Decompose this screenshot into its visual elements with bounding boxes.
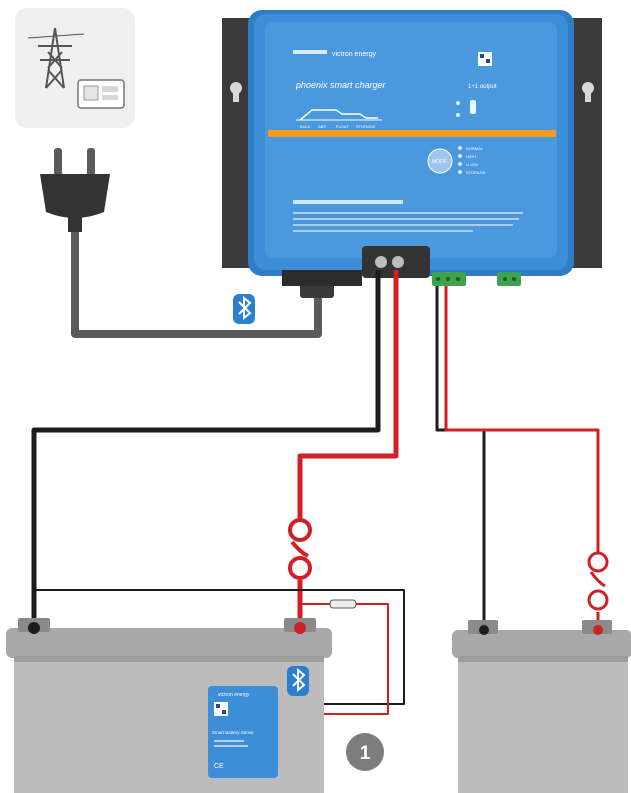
power-pylon-icon xyxy=(27,27,85,89)
aux-positive-wire xyxy=(444,286,600,630)
mode-label-3: LI-ION xyxy=(466,162,478,167)
bluetooth-icon xyxy=(233,294,255,324)
sense-inline-fuse xyxy=(329,599,357,609)
charger-body: victron energy phoenix smart charger 1+1… xyxy=(248,10,574,276)
charger-output-type: 1+1 output xyxy=(468,84,497,90)
mode-label-2: HIGH xyxy=(466,154,476,159)
main-battery-negative-terminal xyxy=(28,622,40,634)
mains-supply-panel xyxy=(15,8,135,128)
aux-negative-wire xyxy=(435,286,486,630)
aux-battery-negative-terminal xyxy=(479,625,489,635)
marker-badge: 1 xyxy=(346,733,384,771)
mode-label-4: STORAGE xyxy=(466,170,486,175)
bluetooth-icon xyxy=(287,666,309,696)
sense-model: Smart Battery Sense xyxy=(212,730,254,735)
sense-brand: victron energy xyxy=(218,692,250,698)
aux-fuse xyxy=(587,551,609,611)
charger-led-label-4: STORAGE xyxy=(356,124,376,129)
mains-plug-icon xyxy=(40,148,110,232)
aux-battery xyxy=(452,620,631,793)
charger-led-label-1: BULK xyxy=(300,124,311,129)
smart-battery-sense: victron energy Smart Battery Sense CE xyxy=(208,686,278,778)
sense-positive-wire xyxy=(276,603,389,715)
charger-brand: victron energy xyxy=(332,51,376,58)
charger-status-stripe xyxy=(268,130,556,137)
mains-cable xyxy=(71,232,322,338)
charger-led-label-2: ABS xyxy=(318,124,326,129)
mode-button[interactable] xyxy=(427,148,453,174)
charger-model: phoenix smart charger xyxy=(295,80,387,90)
main-fuse xyxy=(288,518,312,580)
sense-marking: CE xyxy=(214,763,224,770)
main-negative-wire xyxy=(31,270,381,628)
marker-number: 1 xyxy=(360,743,371,764)
mode-button-label: MODE xyxy=(432,159,448,165)
mode-label-1: NORMAL xyxy=(466,146,484,151)
wall-socket-icon xyxy=(77,79,125,109)
charger-led-label-3: FLOAT xyxy=(336,124,349,129)
sense-negative-wire xyxy=(33,589,405,705)
main-battery xyxy=(6,618,332,793)
aux-battery-positive-terminal xyxy=(593,625,603,635)
main-battery-positive-terminal xyxy=(294,622,306,634)
